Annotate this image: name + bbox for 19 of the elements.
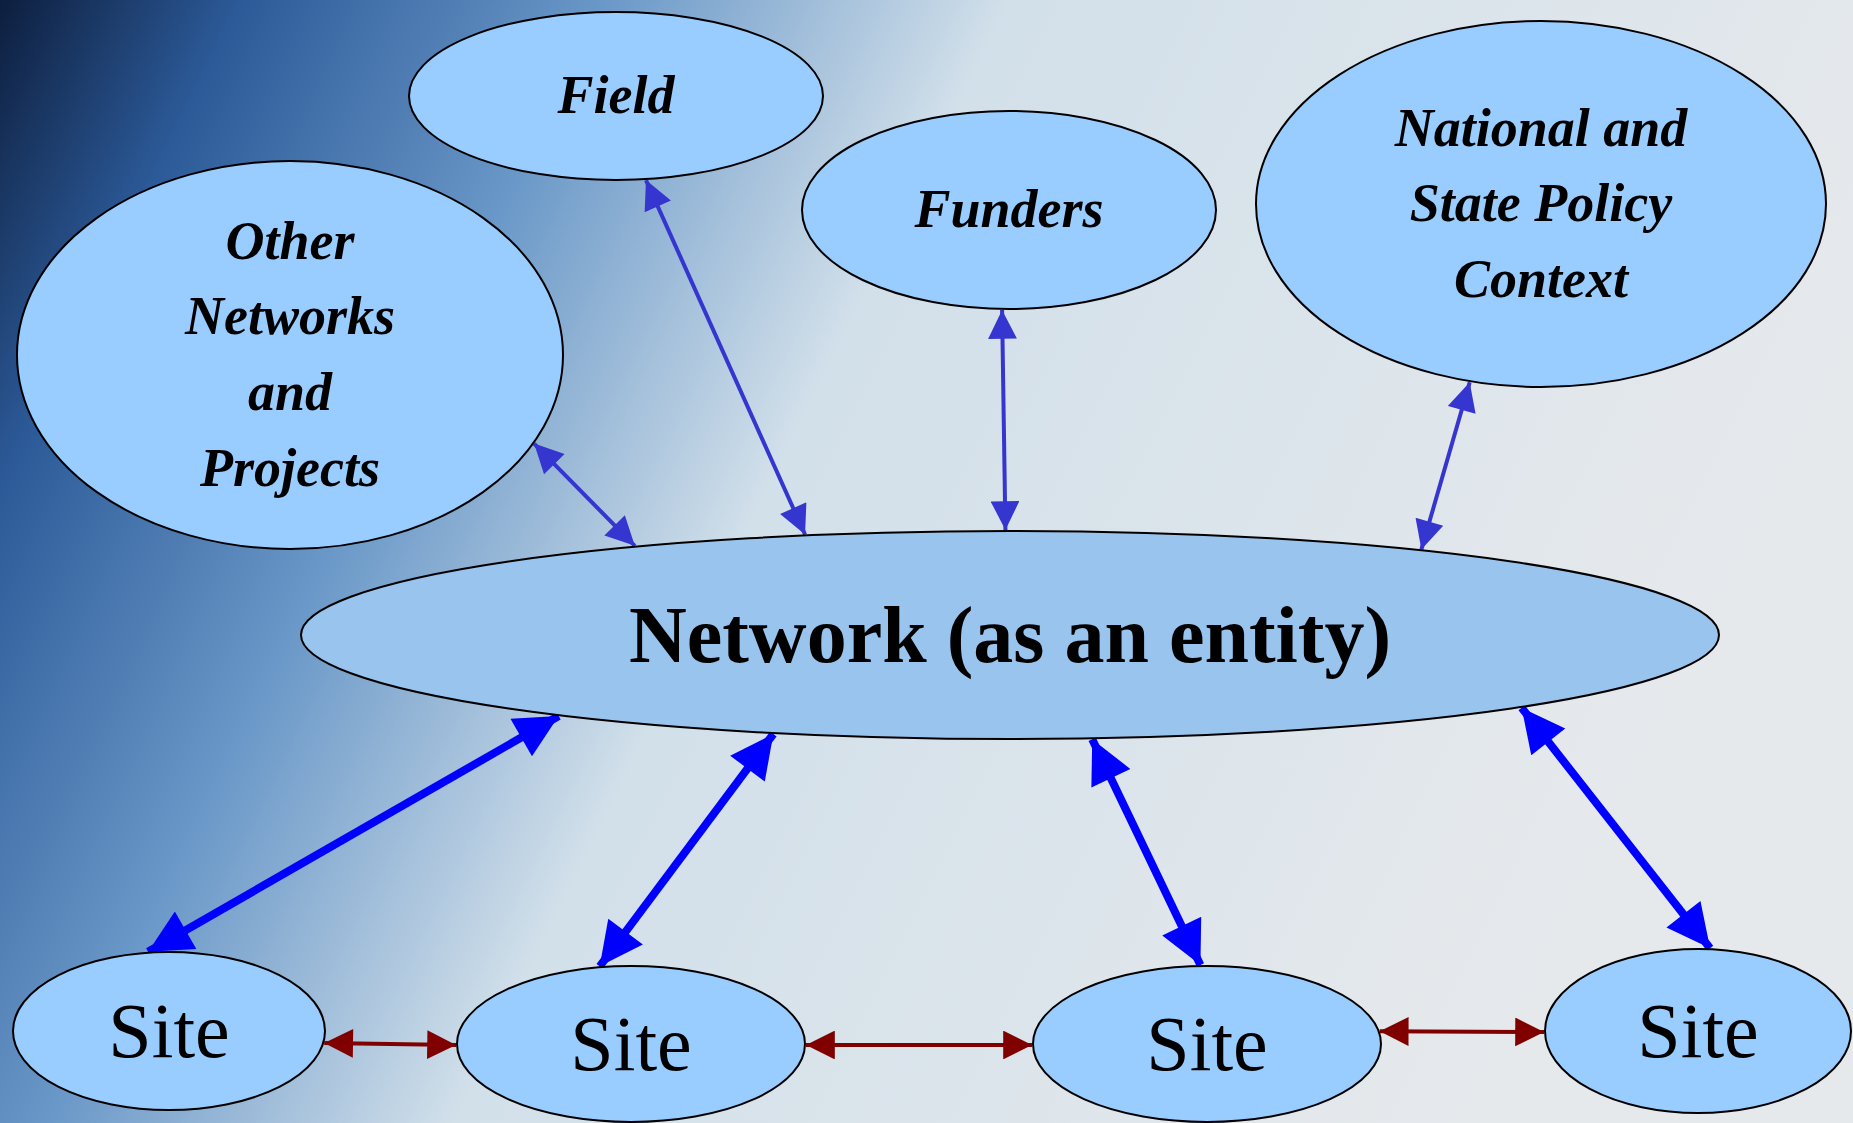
- node-label: Other Networks and Projects: [183, 209, 396, 500]
- node-label: National and State Policy Context: [1393, 96, 1689, 311]
- double-arrow: [596, 731, 777, 969]
- node-label: Funders: [913, 178, 1105, 242]
- double-arrow: [324, 1029, 457, 1059]
- node-label: Field: [556, 64, 676, 128]
- node-label: Site: [569, 1001, 693, 1087]
- double-arrow: [532, 442, 637, 548]
- double-arrow: [1415, 381, 1476, 550]
- double-arrow: [988, 309, 1020, 531]
- double-arrow: [1518, 705, 1714, 951]
- double-arrow: [1088, 737, 1205, 967]
- double-arrow: [644, 179, 807, 536]
- node-label: Site: [107, 988, 231, 1074]
- node-label: Site: [1145, 1001, 1269, 1087]
- double-arrow: [1379, 1017, 1545, 1047]
- node-label: Network (as an entity): [627, 591, 1393, 679]
- double-arrow: [806, 1030, 1032, 1060]
- node-label: Site: [1636, 988, 1760, 1074]
